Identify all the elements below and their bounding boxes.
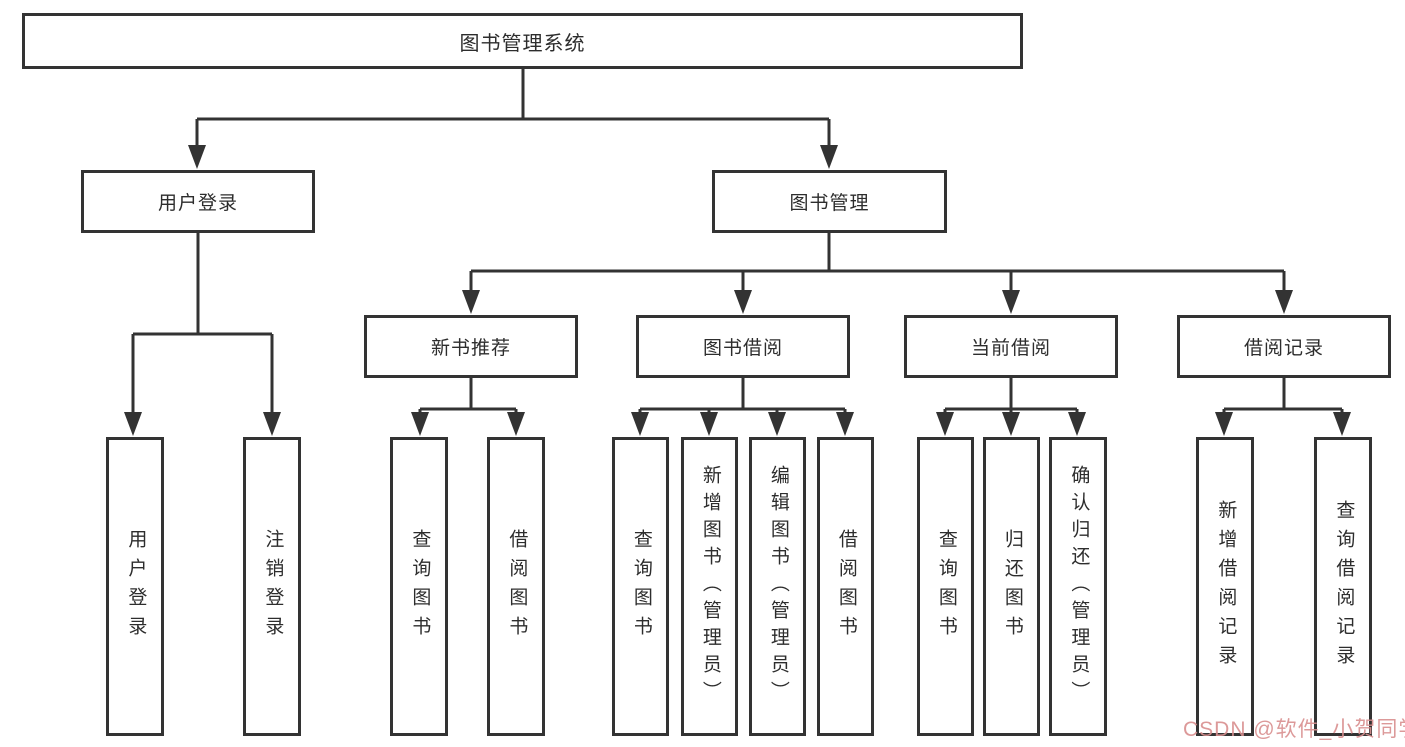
node-borrow-records-label: 借阅记录 — [1243, 338, 1324, 359]
leaf-borrow-books: 借阅图书 — [817, 437, 874, 736]
root-node-label: 图书管理系统 — [459, 32, 586, 55]
leaf-user-login-label: 用户登录 — [125, 528, 147, 645]
node-book-management: 图书管理 — [712, 170, 947, 233]
leaf-user-login: 用户登录 — [106, 437, 164, 736]
connector-book-mgmt-to-level3 — [469, 233, 1286, 292]
node-current-borrow: 当前借阅 — [904, 315, 1118, 378]
connector-new-book-children — [418, 378, 518, 414]
arrowheads — [124, 145, 1351, 436]
node-user-login-label: 用户登录 — [157, 193, 238, 214]
leaf-logout-label: 注销登录 — [262, 528, 284, 645]
leaf-confirm-return-admin-label: 确认归还（管理员） — [1068, 465, 1090, 708]
arrow-down-icon — [768, 412, 786, 436]
node-book-borrow-label: 图书借阅 — [702, 338, 783, 359]
arrow-down-icon — [836, 412, 854, 436]
arrow-down-icon — [462, 290, 480, 314]
arrow-down-icon — [936, 412, 954, 436]
arrow-down-icon — [124, 412, 142, 436]
node-book-borrow: 图书借阅 — [636, 315, 850, 378]
leaf-query-books-recommend: 查询图书 — [390, 437, 448, 736]
csdn-watermark: CSDN @软件_小贺同学 — [1183, 718, 1405, 741]
root-node: 图书管理系统 — [22, 13, 1023, 69]
leaf-add-books-admin: 新增图书（管理员） — [681, 437, 738, 736]
arrow-down-icon — [1002, 412, 1020, 436]
leaf-query-books-borrow: 查询图书 — [612, 437, 669, 736]
connector-book-borrow-children — [638, 378, 847, 414]
leaf-borrow-books-recommend-label: 借阅图书 — [506, 528, 528, 645]
connector-user-login-children — [131, 233, 274, 413]
leaf-borrow-books-recommend: 借阅图书 — [487, 437, 545, 736]
connector-root-to-level2 — [195, 69, 831, 147]
arrow-down-icon — [734, 290, 752, 314]
connector-borrow-record-children — [1222, 378, 1344, 414]
node-book-management-label: 图书管理 — [789, 193, 870, 214]
leaf-edit-books-admin-label: 编辑图书（管理员） — [767, 465, 789, 708]
leaf-add-books-admin-label: 新增图书（管理员） — [699, 465, 721, 708]
arrow-down-icon — [1215, 412, 1233, 436]
leaf-logout: 注销登录 — [243, 437, 301, 736]
node-new-book-recommend-label: 新书推荐 — [430, 338, 511, 359]
leaf-query-books-current-label: 查询图书 — [935, 528, 957, 645]
leaf-query-books-current: 查询图书 — [917, 437, 974, 736]
leaf-confirm-return-admin: 确认归还（管理员） — [1049, 437, 1107, 736]
leaf-query-borrow-record-label: 查询借阅记录 — [1333, 499, 1355, 674]
leaf-edit-books-admin: 编辑图书（管理员） — [749, 437, 806, 736]
leaf-query-borrow-record: 查询借阅记录 — [1314, 437, 1372, 736]
arrow-down-icon — [631, 412, 649, 436]
leaf-borrow-books-label: 借阅图书 — [835, 528, 857, 645]
arrow-down-icon — [1002, 290, 1020, 314]
leaf-return-books: 归还图书 — [983, 437, 1040, 736]
arrow-down-icon — [1333, 412, 1351, 436]
connector-current-borrow-children — [943, 378, 1079, 414]
arrow-down-icon — [1275, 290, 1293, 314]
leaf-add-borrow-record-label: 新增借阅记录 — [1215, 499, 1237, 674]
arrow-down-icon — [700, 412, 718, 436]
arrow-down-icon — [411, 412, 429, 436]
leaf-query-books-recommend-label: 查询图书 — [409, 528, 431, 645]
node-new-book-recommend: 新书推荐 — [364, 315, 578, 378]
arrow-down-icon — [820, 145, 838, 169]
arrow-down-icon — [263, 412, 281, 436]
arrow-down-icon — [1068, 412, 1086, 436]
leaf-return-books-label: 归还图书 — [1001, 528, 1023, 645]
leaf-add-borrow-record: 新增借阅记录 — [1196, 437, 1254, 736]
leaf-query-books-borrow-label: 查询图书 — [630, 528, 652, 645]
arrow-down-icon — [188, 145, 206, 169]
node-user-login: 用户登录 — [81, 170, 315, 233]
node-current-borrow-label: 当前借阅 — [970, 338, 1051, 359]
arrow-down-icon — [507, 412, 525, 436]
node-borrow-records: 借阅记录 — [1177, 315, 1391, 378]
